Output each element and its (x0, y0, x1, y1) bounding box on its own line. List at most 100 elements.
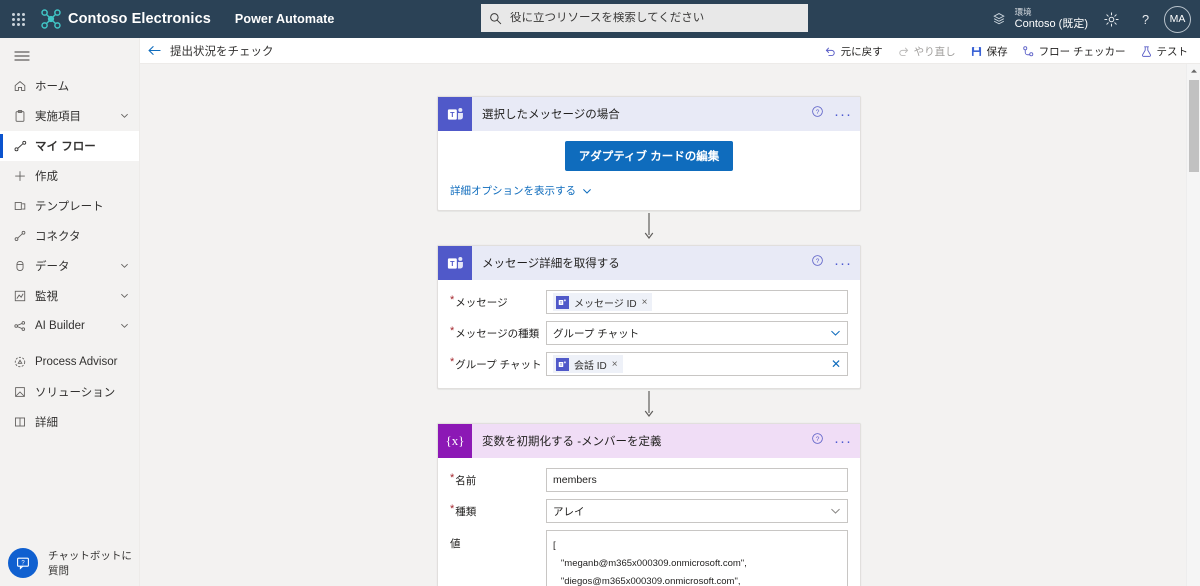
sidebar-item-solutions[interactable]: ソリューション (0, 377, 139, 407)
card-header[interactable]: {x} 変数を初期化する -メンバーを定義 ? ··· (438, 424, 860, 458)
message-type-dropdown[interactable]: グループ チャット (546, 321, 848, 345)
sidebar-label: データ (35, 261, 70, 273)
sidebar-label: ソリューション (35, 387, 116, 399)
required-asterisk: * (450, 325, 455, 337)
search-icon (490, 12, 502, 24)
sidebar-item-data[interactable]: データ (0, 251, 139, 281)
token-remove-icon[interactable]: × (641, 296, 648, 308)
help-circle-icon[interactable]: ? (811, 432, 824, 450)
gear-icon[interactable] (1094, 0, 1128, 38)
edit-adaptive-card-button[interactable]: アダプティブ カードの編集 (564, 141, 734, 171)
search-input[interactable] (510, 12, 800, 24)
chevron-down-icon[interactable] (120, 107, 129, 125)
variable-glyph: {x} (445, 433, 465, 448)
redo-label: やり直し (913, 45, 956, 58)
vertical-scrollbar[interactable] (1186, 64, 1200, 586)
hamburger-menu-icon[interactable] (0, 41, 139, 71)
flow-checker-icon (1022, 45, 1033, 56)
chevron-down-icon[interactable] (120, 317, 129, 335)
token-pill[interactable]: T 会話 ID × (553, 355, 623, 373)
card-title: メッセージ詳細を取得する (482, 258, 620, 270)
sidebar-item-templates[interactable]: テンプレート (0, 191, 139, 221)
token-pill[interactable]: T メッセージ ID × (553, 293, 653, 311)
field-variable-name: * 名前 members (450, 468, 848, 492)
redo-button[interactable]: やり直し (891, 39, 962, 63)
sidebar-item-my-flows[interactable]: マイ フロー (0, 131, 139, 161)
sidebar-item-monitor[interactable]: 監視 (0, 281, 139, 311)
help-circle-icon[interactable]: ? (811, 105, 824, 123)
group-chat-token-input[interactable]: T 会話 ID × ✕ (546, 352, 848, 376)
token-remove-icon[interactable]: × (611, 358, 618, 370)
environment-picker[interactable]: 環境 Contoso (既定) (985, 7, 1094, 30)
ellipsis-icon[interactable]: ··· (834, 254, 852, 272)
app-name[interactable]: Power Automate (234, 12, 335, 26)
variable-type-dropdown[interactable]: アレイ (546, 499, 848, 523)
label-text: メッセージの種類 (455, 328, 540, 340)
ellipsis-icon[interactable]: ··· (834, 432, 852, 450)
sidebar-item-ai-builder[interactable]: AI Builder (0, 311, 139, 341)
command-bar-actions: 元に戻す やり直し 保存 フロー チェッカー テスト (818, 38, 1194, 64)
field-label: * メッセージの種類 (450, 325, 546, 341)
label-text: グループ チャット (455, 359, 542, 371)
sidebar-item-action-items[interactable]: 実施項目 (0, 101, 139, 131)
dropdown-value: グループ チャット (553, 327, 640, 340)
svg-text:?: ? (816, 109, 820, 116)
test-button[interactable]: テスト (1134, 39, 1195, 63)
sidebar-label: コネクタ (35, 231, 81, 243)
field-message-type: * メッセージの種類 グループ チャット (450, 321, 848, 345)
teams-icon: T (438, 97, 472, 131)
scroll-up-icon[interactable] (1187, 64, 1200, 78)
scrollbar-thumb[interactable] (1189, 80, 1199, 172)
chatbot-icon: ? (8, 548, 38, 578)
sidebar-label: 監視 (35, 291, 58, 303)
flow-card-trigger[interactable]: T 選択したメッセージの場合 ? ··· (437, 96, 861, 211)
back-arrow-icon[interactable] (140, 38, 168, 64)
help-circle-icon[interactable]: ? (811, 254, 824, 272)
undo-button[interactable]: 元に戻す (818, 39, 889, 63)
avatar[interactable]: MA (1164, 5, 1191, 33)
test-flask-icon (1141, 45, 1151, 57)
save-button[interactable]: 保存 (964, 39, 1014, 63)
dropdown-value: アレイ (553, 505, 585, 518)
teams-icon: T (556, 357, 569, 371)
sidebar-label: マイ フロー (35, 141, 96, 153)
message-token-input[interactable]: T メッセージ ID × (546, 290, 848, 314)
flow-checker-button[interactable]: フロー チェッカー (1016, 39, 1132, 63)
card-title: 変数を初期化する -メンバーを定義 (482, 433, 662, 449)
chatbot-button[interactable]: ? チャットボットに質問 (0, 548, 139, 578)
chevron-down-icon[interactable] (830, 506, 841, 517)
chevron-down-icon[interactable] (120, 257, 129, 275)
chevron-down-icon[interactable] (830, 328, 841, 339)
flow-checker-label: フロー チェッカー (1038, 45, 1126, 58)
global-search[interactable] (481, 4, 808, 32)
sidebar-label: 作成 (35, 171, 58, 183)
flow-column: T 選択したメッセージの場合 ? ··· (437, 64, 861, 586)
brand-name: Contoso Electronics (68, 11, 211, 27)
app-launcher-icon[interactable] (0, 0, 36, 38)
flow-card-initialize-variable[interactable]: {x} 変数を初期化する -メンバーを定義 ? ··· (437, 423, 861, 586)
token-label: 会話 ID (574, 360, 607, 372)
field-variable-value: 値 [ "meganb@m365x000309.onmicrosoft.com"… (450, 530, 848, 586)
chevron-down-icon[interactable] (120, 287, 129, 305)
clear-field-icon[interactable]: ✕ (830, 357, 841, 371)
ellipsis-icon[interactable]: ··· (834, 105, 852, 123)
question-mark-icon[interactable]: ? (1128, 0, 1162, 38)
card-header[interactable]: T 選択したメッセージの場合 ? ··· (438, 97, 860, 131)
sidebar-item-home[interactable]: ホーム (0, 71, 139, 101)
input-value: members (553, 474, 597, 486)
teams-icon: T (438, 246, 472, 280)
svg-text:T: T (560, 362, 563, 366)
sidebar-item-create[interactable]: 作成 (0, 161, 139, 191)
card-header[interactable]: T メッセージ詳細を取得する ? ··· (438, 246, 860, 280)
svg-text:?: ? (1141, 11, 1148, 26)
sidebar-item-connectors[interactable]: コネクタ (0, 221, 139, 251)
sidebar-item-learn[interactable]: 詳細 (0, 407, 139, 437)
flow-canvas[interactable]: T 選択したメッセージの場合 ? ··· (140, 64, 1200, 586)
variable-value-textarea[interactable]: [ "meganb@m365x000309.onmicrosoft.com", … (546, 530, 848, 586)
variable-name-input[interactable]: members (546, 468, 848, 492)
contoso-logo-icon (38, 6, 64, 32)
sidebar-item-process-advisor[interactable]: Process Advisor (0, 347, 139, 377)
show-advanced-options-link[interactable]: 詳細オプションを表示する (450, 183, 848, 198)
monitor-chart-icon (13, 289, 35, 303)
flow-card-get-message-details[interactable]: T メッセージ詳細を取得する ? ··· (437, 245, 861, 389)
